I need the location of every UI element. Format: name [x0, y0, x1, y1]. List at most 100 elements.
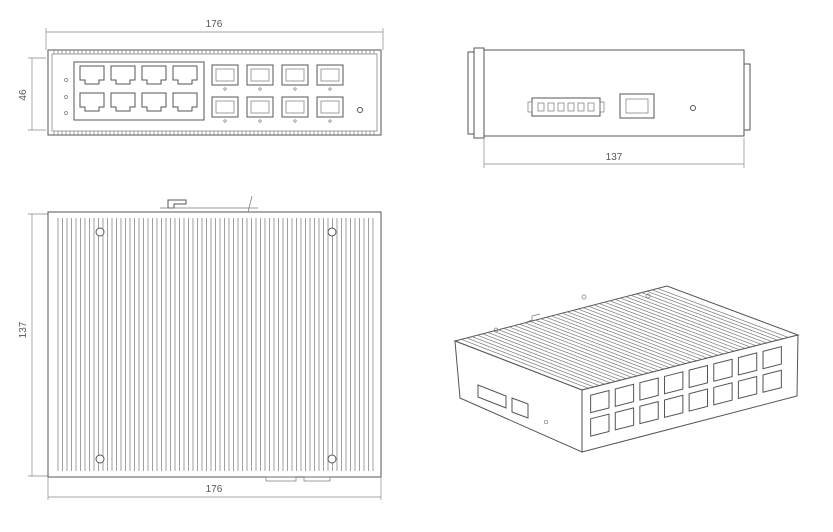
iso-fin-line	[567, 311, 697, 362]
terminal-screw	[567, 102, 575, 112]
iso-fin-line	[540, 318, 670, 369]
iso-sfp-port	[688, 388, 708, 412]
sfp-led	[293, 87, 297, 91]
front-body	[47, 49, 382, 136]
rj45-ports	[79, 65, 198, 112]
iso-power-terminal	[477, 384, 507, 409]
top-height-label: 137	[18, 321, 29, 338]
iso-fin-line	[503, 328, 632, 378]
terminal-screw	[587, 102, 595, 112]
iso-fin-line	[482, 333, 611, 384]
front-fin-texture-bottom	[53, 131, 375, 135]
iso-fin-line	[641, 292, 773, 342]
iso-fin-line	[477, 334, 605, 385]
iso-fin-line	[498, 329, 627, 380]
rj45-port	[172, 65, 198, 85]
mounting-screws	[95, 227, 337, 464]
top-view: 137 176	[18, 195, 382, 500]
isometric-view	[453, 285, 800, 453]
iso-fin-line	[461, 339, 589, 389]
rj45-port	[172, 92, 198, 112]
top-body	[47, 211, 382, 478]
side-screw	[690, 105, 696, 111]
sfp-ports	[211, 64, 344, 123]
sfp-port	[316, 96, 344, 118]
sfp-led	[328, 87, 332, 91]
iso-fin-line	[514, 325, 643, 375]
iso-fin-line	[583, 307, 713, 358]
iso-rj45-port	[639, 377, 659, 401]
iso-din-clip	[523, 313, 541, 324]
iso-fin-line	[625, 296, 757, 347]
din-clip	[467, 51, 475, 135]
iso-ports	[590, 346, 782, 437]
iso-rj45-port	[614, 383, 635, 407]
sfp-port	[281, 96, 309, 118]
iso-fin-line	[646, 290, 778, 341]
iso-sfp-port	[737, 352, 758, 376]
side-width-label: 137	[606, 152, 623, 163]
iso-fin-line	[546, 317, 676, 367]
rj45-port	[79, 92, 105, 112]
terminal-screws	[537, 102, 595, 112]
iso-fin-line	[614, 299, 746, 349]
console-port	[619, 93, 655, 119]
iso-fin-line	[487, 332, 616, 382]
sfp-port	[316, 64, 344, 86]
side-view: 137	[467, 47, 751, 168]
iso-sfp-port	[688, 364, 708, 389]
front-fin-texture-top	[53, 50, 375, 54]
top-width-label: 176	[206, 484, 223, 495]
rj45-port	[110, 65, 136, 85]
iso-fin-line	[471, 336, 600, 386]
iso-fin-line	[493, 330, 622, 381]
iso-fin-line	[524, 322, 654, 373]
rj45-port	[141, 65, 167, 85]
sfp-led	[293, 119, 297, 123]
iso-rj45-port	[664, 371, 684, 395]
sfp-led	[258, 119, 262, 123]
iso-heatsink-fins	[461, 288, 789, 389]
heatsink-fins	[57, 218, 374, 471]
iso-rj45-port	[614, 407, 635, 431]
led-indicator	[64, 78, 68, 82]
sfp-port	[246, 64, 274, 86]
sfp-port	[281, 64, 309, 86]
sfp-port	[246, 96, 274, 118]
iso-fin-line	[535, 319, 665, 370]
front-width-label: 176	[206, 19, 223, 30]
iso-fin-line	[620, 297, 751, 348]
sfp-led	[258, 87, 262, 91]
iso-fin-line	[508, 326, 638, 377]
iso-sfp-port	[713, 382, 733, 406]
iso-fin-line	[593, 304, 724, 355]
front-view: 176 46	[18, 19, 384, 136]
sfp-port	[211, 96, 239, 118]
iso-sfp-port	[713, 358, 733, 382]
sfp-led	[223, 87, 227, 91]
terminal-screw	[577, 102, 585, 112]
iso-fin-line	[599, 303, 730, 353]
rj45-port	[141, 92, 167, 112]
rj45-port-panel	[73, 61, 205, 121]
iso-rj45-port	[590, 413, 610, 437]
terminal-screw	[557, 102, 565, 112]
iso-fin-line	[609, 300, 740, 351]
iso-fin-line	[466, 337, 595, 388]
sfp-port	[211, 64, 239, 86]
rj45-port	[79, 65, 105, 85]
iso-fin-line	[530, 321, 659, 371]
iso-fin-line	[519, 323, 649, 374]
power-terminal-block	[531, 97, 601, 117]
sfp-led	[328, 119, 332, 123]
iso-fin-line	[551, 315, 681, 366]
iso-rj45-port	[590, 389, 610, 414]
ground-screw	[357, 107, 363, 113]
iso-rj45-port	[664, 394, 684, 418]
iso-screw	[543, 419, 549, 425]
iso-fin-line	[652, 289, 784, 340]
iso-rj45-port	[639, 400, 659, 425]
iso-sfp-port	[762, 346, 782, 370]
